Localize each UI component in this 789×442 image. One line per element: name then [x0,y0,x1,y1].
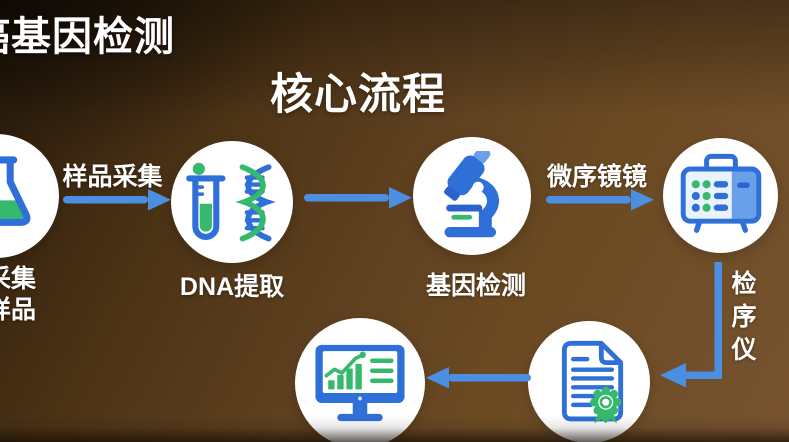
step-label-dna-extraction: DNA提取 [179,273,285,301]
step-circle-collect-sample [0,134,59,258]
arrow-left [426,367,531,389]
connector-label-sample-collection: 样品采集 [62,163,163,191]
arrow-right-2 [304,187,412,209]
section-title: 核心流程 [270,71,446,119]
step-circle-gene-testing [413,137,531,255]
step-label-line: 采集 [0,265,36,293]
microscope-icon [444,151,499,238]
arrow-right-1 [63,189,171,211]
flask-icon [0,156,31,226]
connector-label-micro-sequencing: 微序镜镜 [546,163,647,191]
step-circle-certified-report [528,321,650,442]
step-label-gene-testing: 基因检测 [425,272,526,300]
step-circle-sequencer [663,138,778,253]
step-label-line: 样品 [0,296,36,324]
step-circle-result-analysis [295,318,425,442]
arrow-right-3 [546,189,654,211]
test-tube-dna-icon [186,162,276,242]
certified-report-icon [561,340,624,424]
page-title: 癌基因检测 [0,15,175,59]
step-label-collect-sample: 采集 样品 [0,264,67,326]
step-circle-dna-extraction [171,141,293,263]
connector-label-sequencer-vertical: 检序仪 [728,270,756,369]
arrow-down-left-elbow [660,262,722,388]
sequencer-machine-icon [680,153,761,233]
monitor-chart-icon [315,344,405,422]
